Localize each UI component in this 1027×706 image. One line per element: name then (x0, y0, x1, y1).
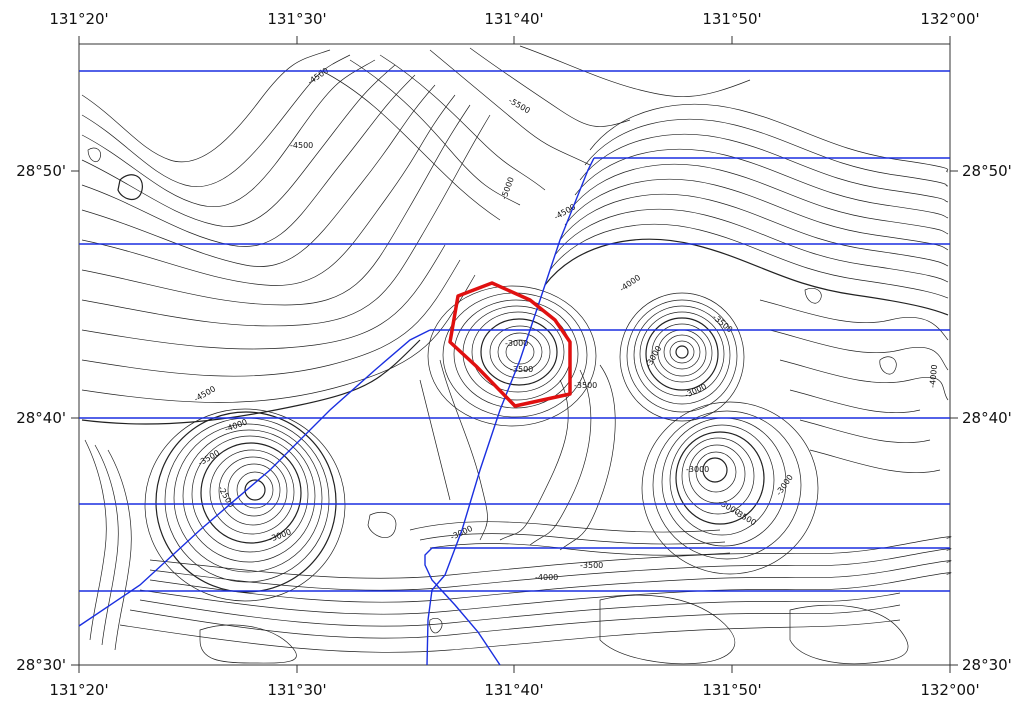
study-area-polygon (448, 281, 572, 408)
survey-line (78, 329, 431, 627)
frame-ticks (71, 36, 958, 673)
bathymetric-contours (81, 45, 952, 665)
axis-labels-bottom: 131°20' 131°30' 131°40' 131°50' 132°00' (49, 681, 979, 699)
contour-label: -4500 (290, 141, 313, 150)
contour-label: -3500 (574, 381, 597, 390)
longitude-label: 131°20' (49, 10, 108, 28)
survey-tracklines (78, 70, 950, 666)
latitude-label: 28°50' (962, 162, 1012, 180)
survey-line (426, 157, 595, 666)
longitude-label: 132°00' (920, 10, 979, 28)
axis-labels-right: 28°50' 28°40' 28°30' (962, 162, 1012, 674)
longitude-label: 131°50' (702, 681, 761, 699)
contour-label: -3500 (510, 365, 533, 374)
longitude-label: 131°30' (267, 681, 326, 699)
seamount-west (144, 408, 346, 602)
latitude-label: 28°30' (962, 656, 1012, 674)
latitude-label: 28°40' (16, 409, 66, 427)
longitude-label: 131°30' (267, 10, 326, 28)
longitude-label: 131°40' (484, 10, 543, 28)
longitude-label: 131°20' (49, 681, 108, 699)
latitude-label: 28°30' (16, 656, 66, 674)
latitude-label: 28°40' (962, 409, 1012, 427)
longitude-label: 131°40' (484, 681, 543, 699)
axis-labels-left: 28°50' 28°40' 28°30' (16, 162, 66, 674)
contour-label: -4000 (535, 573, 558, 582)
axis-labels-top: 131°20' 131°30' 131°40' 131°50' 132°00' (49, 10, 979, 28)
contour-label: -4000 (928, 364, 939, 388)
contour-label: -3500 (580, 561, 603, 570)
map-frame (78, 43, 951, 666)
longitude-label: 131°50' (702, 10, 761, 28)
latitude-label: 28°50' (16, 162, 66, 180)
contour-label: -3000 (686, 465, 709, 474)
contour-label: -3000 (505, 339, 528, 348)
longitude-label: 132°00' (920, 681, 979, 699)
survey-line (424, 547, 501, 666)
